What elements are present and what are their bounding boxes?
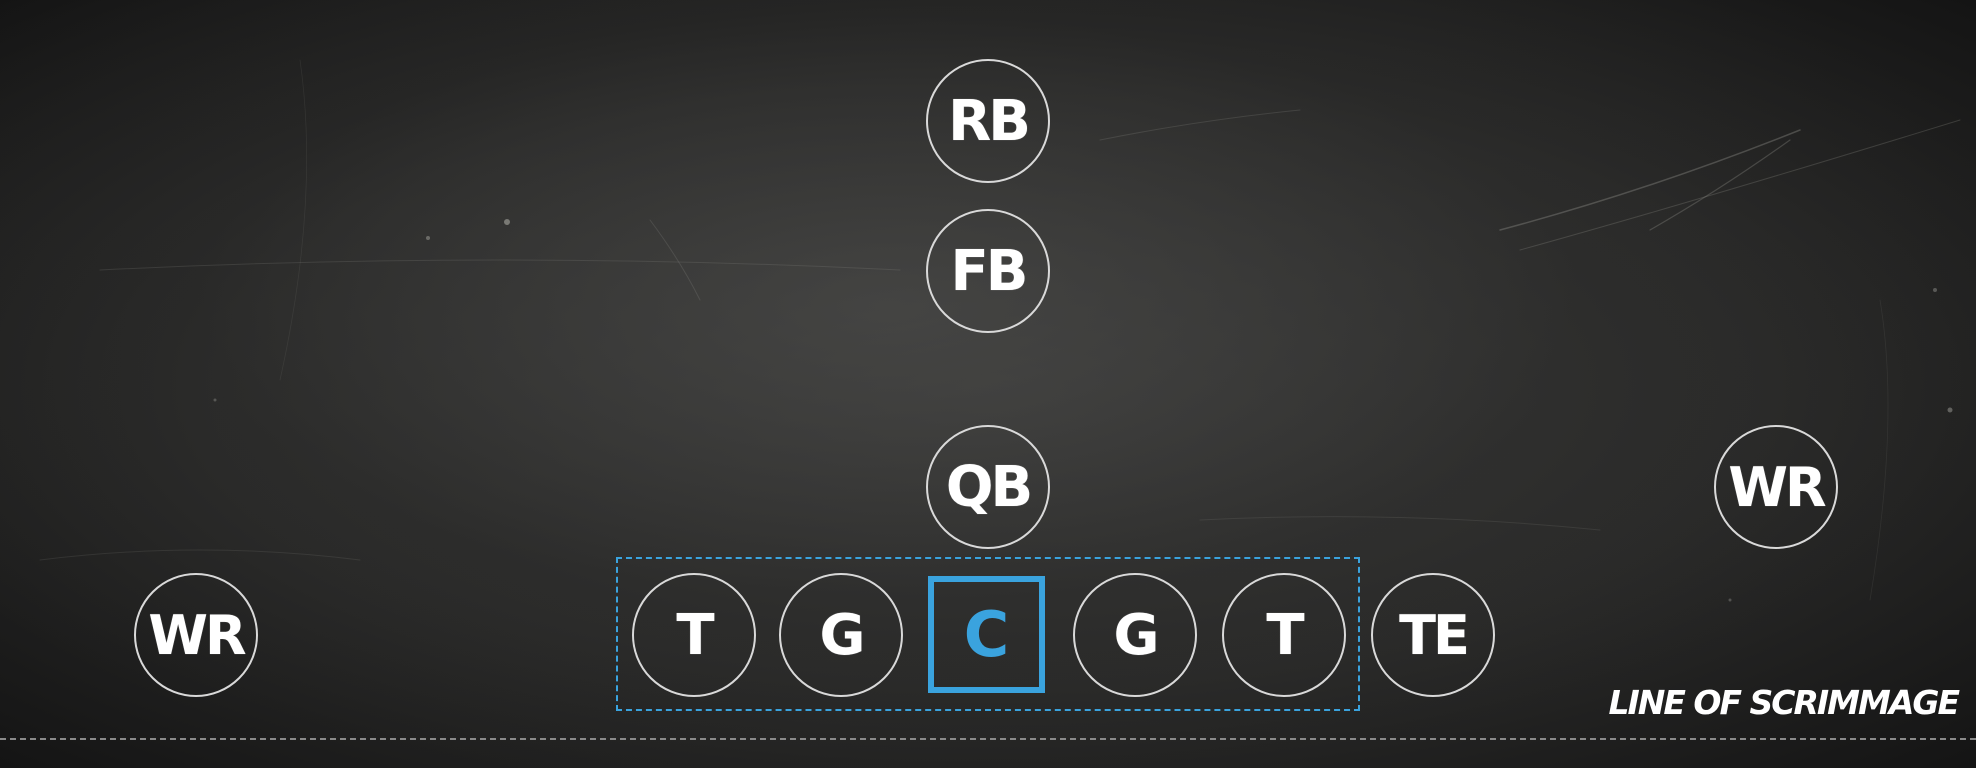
player-right-guard: G	[1073, 573, 1197, 697]
player-right-tackle-label: T	[1266, 602, 1304, 668]
player-center-label: C	[963, 598, 1010, 671]
player-center-highlighted: C	[928, 576, 1045, 693]
line-of-scrimmage-label: LINE OF SCRIMMAGE	[1608, 683, 1960, 722]
player-left-tackle-label: T	[676, 602, 714, 668]
player-tight-end: TE	[1371, 573, 1495, 697]
player-wr-left-label: WR	[148, 603, 246, 667]
player-tight-end-label: TE	[1399, 603, 1470, 667]
player-left-tackle: T	[632, 573, 756, 697]
player-left-guard-label: G	[819, 602, 866, 668]
line-of-scrimmage	[0, 738, 1976, 740]
offensive-line-highlight-box	[616, 557, 1360, 711]
player-wr-left: WR	[134, 573, 258, 697]
player-qb: QB	[926, 425, 1050, 549]
player-fb: FB	[926, 209, 1050, 333]
player-left-guard: G	[779, 573, 903, 697]
player-wr-right-label: WR	[1728, 455, 1826, 519]
player-right-guard-label: G	[1113, 602, 1160, 668]
player-right-tackle: T	[1222, 573, 1346, 697]
player-rb-label: RB	[948, 88, 1031, 154]
player-qb-label: QB	[945, 454, 1033, 520]
player-wr-right: WR	[1714, 425, 1838, 549]
player-rb: RB	[926, 59, 1050, 183]
player-fb-label: FB	[950, 238, 1029, 304]
